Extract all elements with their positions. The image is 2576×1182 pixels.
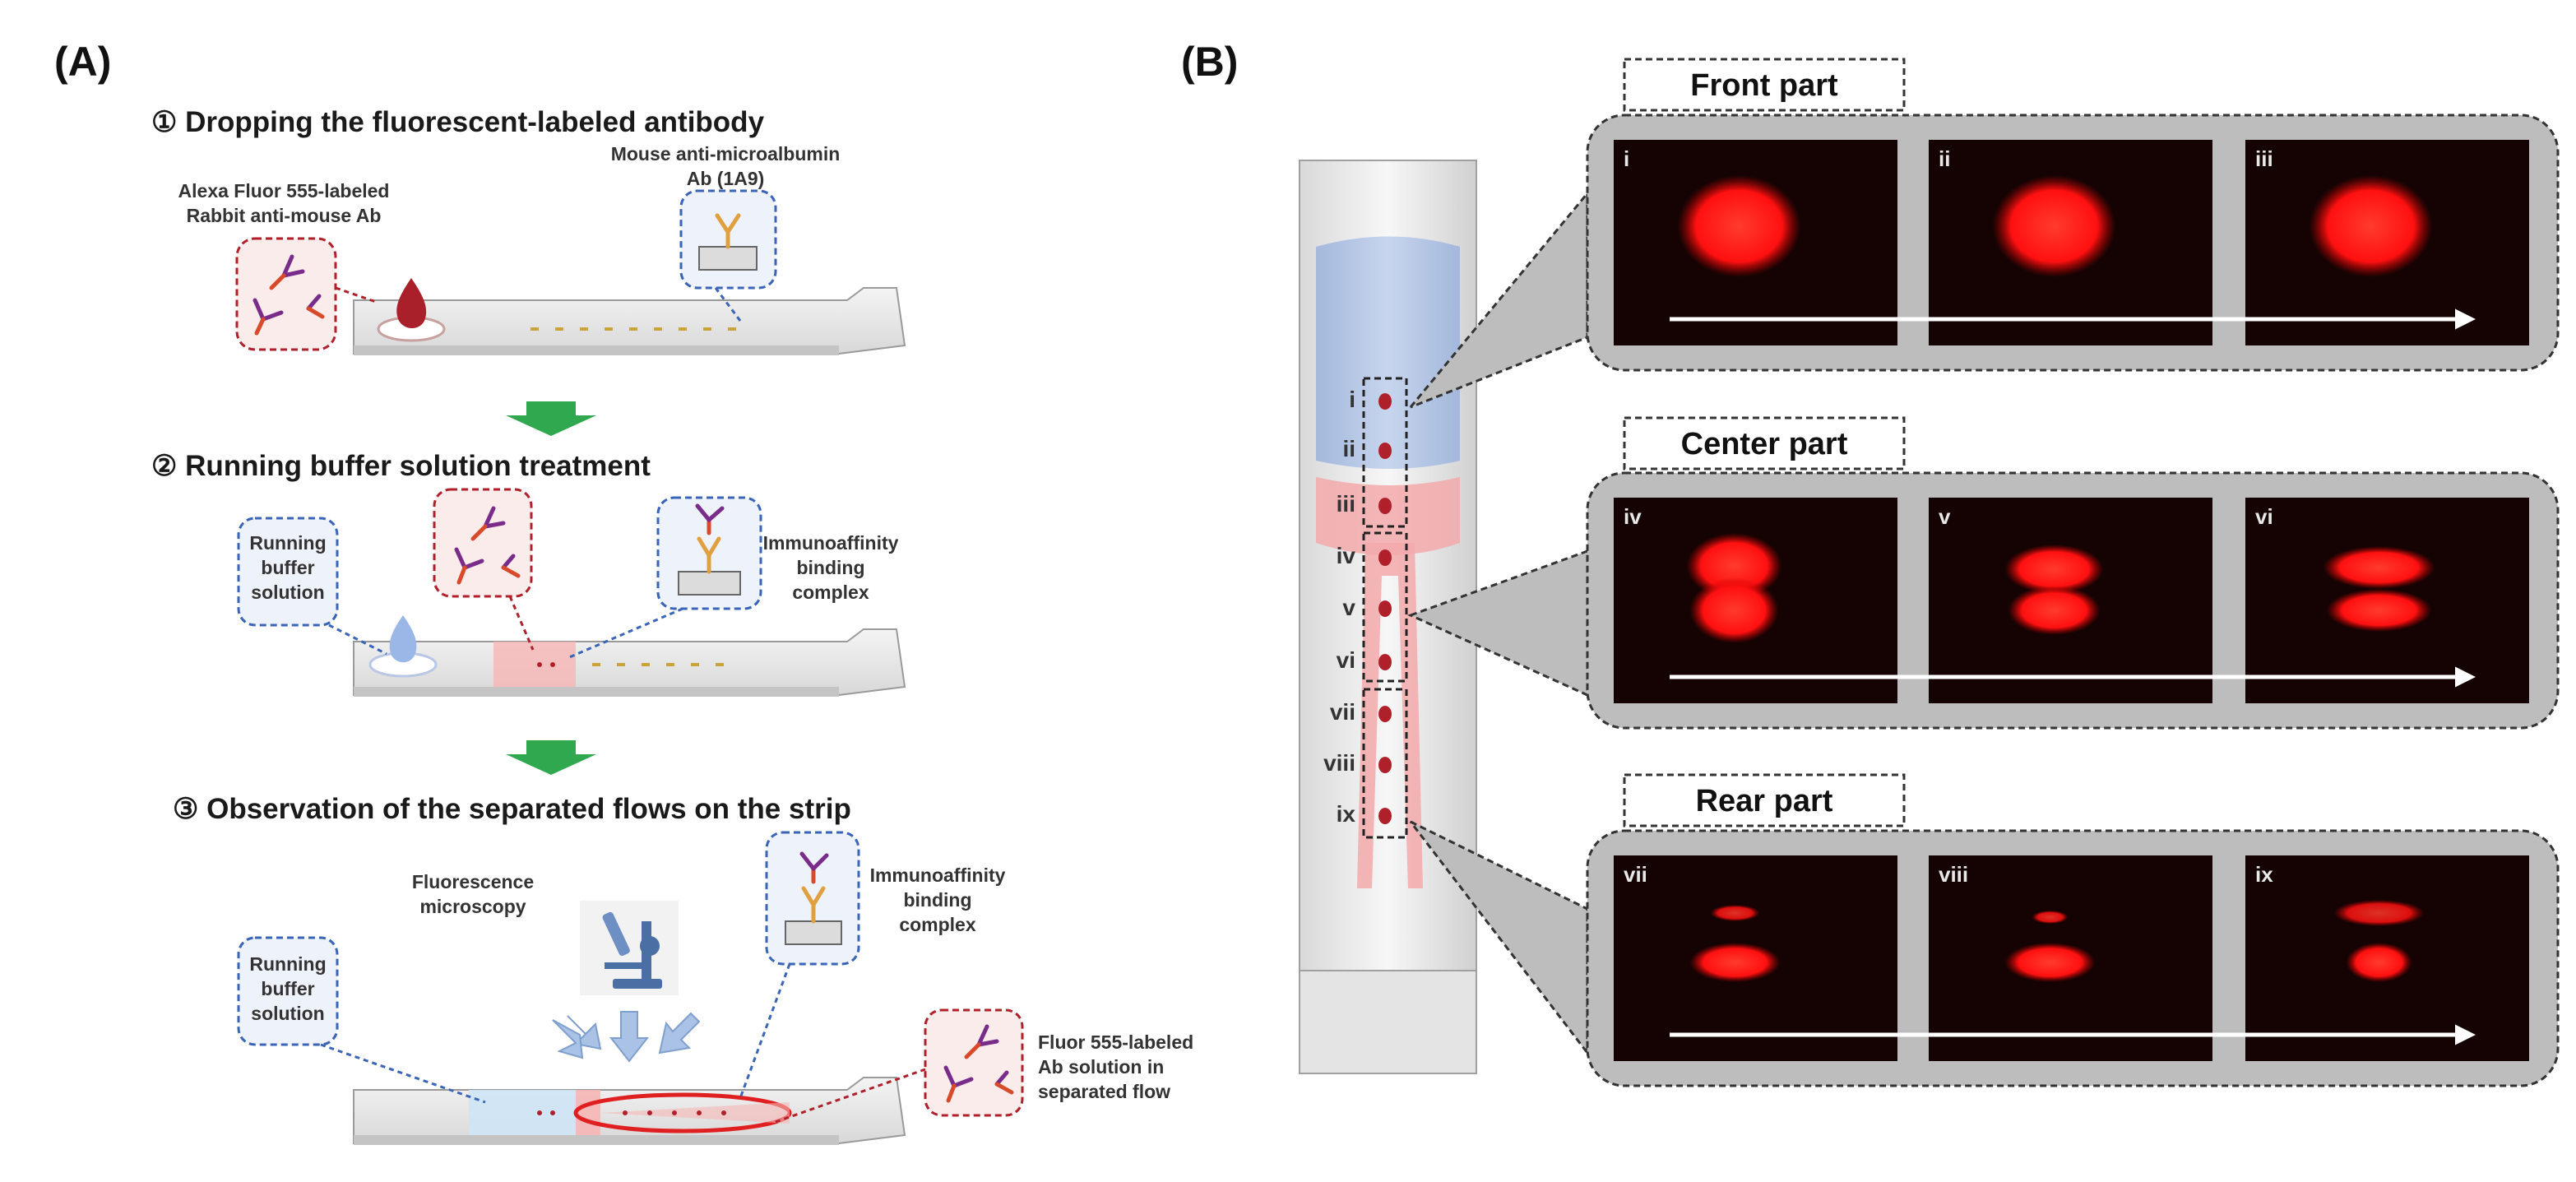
microscopy-label-line1: Fluorescence xyxy=(412,871,534,892)
image-label: ii xyxy=(1939,146,1950,171)
part-title: Rear part xyxy=(1696,784,1833,818)
blue-buffer-drop xyxy=(389,615,417,663)
step3-buffer-callout: Running buffer solution xyxy=(237,936,486,1104)
step1-red-callout xyxy=(235,237,379,351)
panel-b-label: (B) xyxy=(1181,39,1238,85)
step1-right-callout-line2: Ab (1A9) xyxy=(687,168,765,189)
capture-antibody-icon xyxy=(715,213,741,249)
step1-blue-callout xyxy=(679,189,777,322)
antibody-icon xyxy=(253,254,325,336)
complex-antibody-icon xyxy=(799,851,829,924)
step1-right-callout-line1: Mouse anti-microalbumin xyxy=(611,143,841,165)
microscopy-label-line2: microscopy xyxy=(419,896,526,917)
step2-blue-complex-callout xyxy=(567,496,762,660)
image-label: v xyxy=(1939,504,1951,529)
step2-buffer-label-line2: buffer xyxy=(261,557,314,578)
step3-complex-label-line2: binding xyxy=(903,889,971,911)
image-label: viii xyxy=(1939,862,1968,887)
fluorescence-image: iii xyxy=(2245,140,2529,345)
step3-title: ③ Observation of the separated flows on … xyxy=(173,793,851,825)
strip-marker-label: ix xyxy=(1337,801,1356,827)
image-label: iii xyxy=(2255,146,2273,171)
part-title-box xyxy=(1623,416,1906,470)
green-down-arrow-1 xyxy=(506,401,596,436)
part-title-box xyxy=(1623,773,1906,827)
antibody-icon xyxy=(943,1024,1014,1103)
step1-title: ① Dropping the fluorescent-labeled antib… xyxy=(151,106,765,138)
fluorescence-image: viii xyxy=(1929,855,2212,1061)
strip-marker-label: vi xyxy=(1337,647,1355,673)
fluorescence-image: v xyxy=(1929,498,2212,703)
step1-left-callout-line2: Rabbit anti-mouse Ab xyxy=(187,205,382,226)
step3-complex-label-line3: complex xyxy=(899,914,976,935)
strip-marker-label: v xyxy=(1342,595,1355,620)
step3-flow-callout xyxy=(772,1008,1024,1124)
step1-strip xyxy=(353,278,906,355)
strip-marker-label: iii xyxy=(1337,491,1355,517)
fluorescence-image: vii xyxy=(1614,855,1897,1061)
step2-buffer-callout: Running buffer solution xyxy=(237,517,387,656)
part-title-box xyxy=(1623,58,1906,112)
step2-complex-label-line1: Immunoaffinity xyxy=(763,532,899,554)
image-label: iv xyxy=(1624,504,1642,529)
fluorescence-image: ii xyxy=(1929,140,2212,345)
flow-label-line3: separated flow xyxy=(1038,1081,1170,1102)
step3-buffer-label-line2: buffer xyxy=(261,978,314,999)
image-label: i xyxy=(1624,146,1629,171)
strip-marker-label: vii xyxy=(1330,699,1355,725)
microscope-light-arrows xyxy=(552,1011,701,1063)
strip-marker-label: viii xyxy=(1323,750,1355,776)
microscope-icon xyxy=(580,901,679,995)
panel-a-label: (A) xyxy=(54,39,111,85)
strip-marker-label: i xyxy=(1349,387,1355,412)
step2-strip xyxy=(353,615,906,697)
strip-marker-label: ii xyxy=(1342,436,1355,461)
antibody-icon xyxy=(454,506,521,585)
bubble-connector xyxy=(1409,189,1589,409)
membrane-icon xyxy=(785,920,842,945)
image-label: vi xyxy=(2255,504,2273,529)
step1-test-line-dots xyxy=(530,327,736,331)
step1-left-callout-line1: Alexa Fluor 555-labeled xyxy=(178,180,390,202)
flow-label-line2: Ab solution in xyxy=(1038,1056,1164,1078)
image-label: vii xyxy=(1624,862,1647,887)
flow-label-line1: Fluor 555-labeled xyxy=(1038,1031,1193,1053)
step3-complex-callout xyxy=(739,831,860,1099)
complex-antibody-icon xyxy=(695,503,725,574)
part-title: Front part xyxy=(1690,68,1838,103)
step3-buffer-label-line1: Running xyxy=(249,953,326,975)
image-label: ix xyxy=(2255,862,2273,887)
step2-title: ② Running buffer solution treatment xyxy=(151,450,651,482)
step2-buffer-label-line3: solution xyxy=(251,582,324,603)
step3-buffer-label-line3: solution xyxy=(251,1003,324,1024)
red-antibody-drop xyxy=(396,278,427,328)
step3-strip xyxy=(353,1077,906,1145)
strip-marker-label: iv xyxy=(1337,543,1356,568)
step2-buffer-label-line1: Running xyxy=(249,532,326,554)
membrane-icon xyxy=(698,246,758,271)
step2-red-callout xyxy=(433,488,535,651)
fluorescence-image: iv xyxy=(1614,498,1897,703)
step2-complex-label-line2: binding xyxy=(796,557,864,578)
fluorescence-image: i xyxy=(1614,140,1897,345)
step2-complex-label-line3: complex xyxy=(792,582,869,603)
green-down-arrow-2 xyxy=(506,740,596,775)
membrane-icon xyxy=(678,571,741,596)
step3-complex-label-line1: Immunoaffinity xyxy=(870,864,1006,886)
part-title: Center part xyxy=(1681,427,1848,461)
fluorescence-image: ix xyxy=(2245,855,2529,1061)
fluorescence-image: vi xyxy=(2245,498,2529,703)
